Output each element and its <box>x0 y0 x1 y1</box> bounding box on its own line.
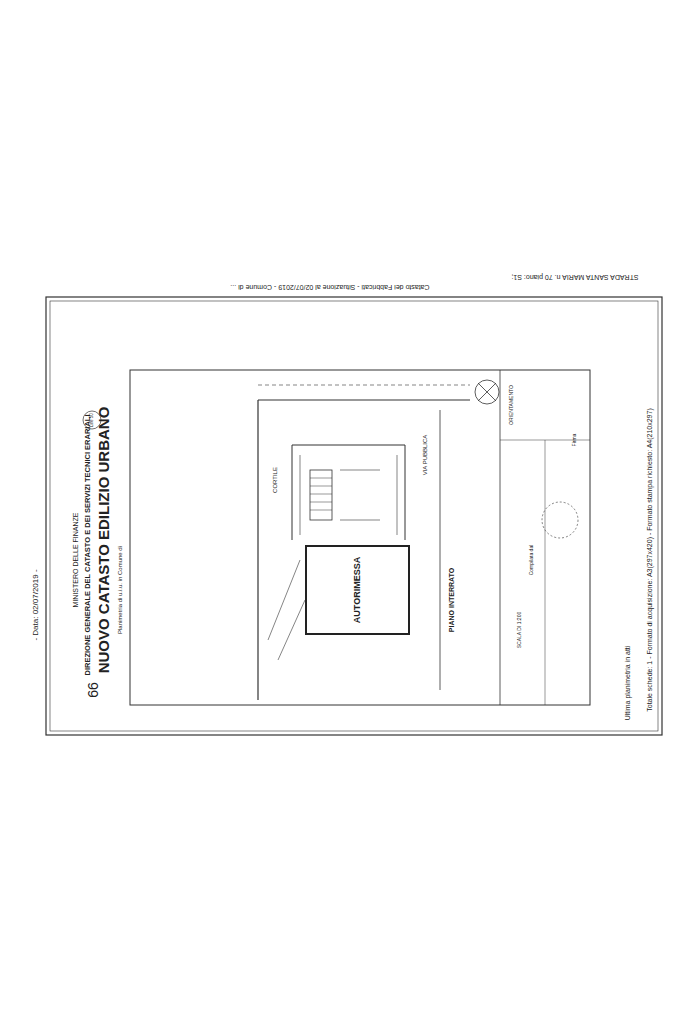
plan-note: 66 <box>86 682 101 698</box>
boundary-line <box>440 410 441 690</box>
room-box: AUTORIMESSA <box>305 545 410 635</box>
plan-note: - Data: 02/07/2019 - <box>32 569 41 640</box>
ramp-line <box>278 600 305 660</box>
boundary-line <box>258 399 470 400</box>
plan-note: DIREZIONE GENERALE DEL CATASTO E DEI SER… <box>84 415 92 676</box>
stairs <box>310 470 332 520</box>
wall-line <box>340 470 380 471</box>
plan-note: CORTILE <box>272 467 279 493</box>
wall-line <box>340 520 380 521</box>
room-name: AUTORIMESSA <box>353 557 363 623</box>
stamp-column-line <box>500 370 501 705</box>
plan-note: MINISTERO DELLE FINANZE <box>72 513 80 608</box>
plan-note: Totale schede: 1 - Formato di acquisizio… <box>646 408 654 712</box>
wall-line <box>300 455 301 535</box>
plan-note: Firma <box>572 434 578 447</box>
stamp <box>542 502 578 538</box>
plan-note: Catasto dei Fabbricati - Situazione al 0… <box>230 283 429 291</box>
sheet-frame <box>46 297 662 735</box>
plan-note: PIANO INTERRATO <box>448 568 456 632</box>
sheet-frame-inner <box>50 301 658 731</box>
plan-note: STRADA SANTA MARIA n. 70 piano: S1; <box>511 273 638 281</box>
plan-note: Compilata dal <box>529 545 535 576</box>
boundary-line <box>257 400 258 700</box>
plan-note: Planimetria di u.i.u. in Comune di <box>117 546 124 634</box>
wall-line <box>397 455 398 535</box>
sheet-title: NUOVO CATASTO EDILIZIO URBANO <box>96 407 113 674</box>
plan-note: SCALA DI 1:200 <box>517 612 523 648</box>
stamp-divider <box>545 440 546 705</box>
drawing-frame <box>130 370 590 705</box>
plan-note: ORIENTAMENTO <box>509 385 515 425</box>
plan-note: Ultima planimetria in atti <box>624 646 632 721</box>
street-line <box>258 385 470 386</box>
plan-note: Lire 50 <box>90 413 95 427</box>
ramp-line <box>268 560 300 640</box>
plan-note: VIA PUBBLICA <box>422 435 429 476</box>
north-arrow <box>475 380 499 404</box>
building-outline <box>292 445 405 540</box>
